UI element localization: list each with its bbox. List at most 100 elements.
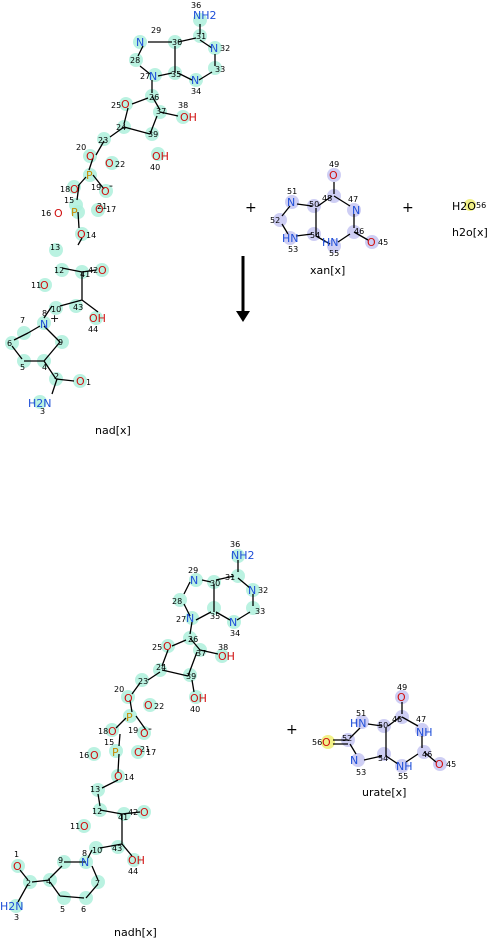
nadh-num-32: 32 [258,586,268,595]
nadh-atom-21: P [126,711,133,724]
xan-num-51: 51 [287,187,297,196]
nadh-num-15: 15 [104,738,114,747]
nad-num-19: 19 [91,183,101,192]
nad-num-36: 36 [191,1,201,10]
nad-num-33: 33 [215,65,225,74]
nadh-atom-42: O [140,806,149,819]
nad-charge-plus: + [50,312,59,325]
xan-atom-53: HN [282,232,299,245]
nadh-atom-1: O [13,860,22,873]
nad-num-37: 37 [156,107,166,116]
nad-atom-1: O [76,375,85,388]
water-formula: H2O [452,200,476,213]
nad-num-4: 4 [42,363,47,372]
nadh-num-22: 22 [154,702,164,711]
nad-num-11: 11 [31,281,41,290]
nadh-atom-25: O [163,640,172,653]
xan-num-50: 50 [309,200,319,209]
nad-bonds [11,24,216,395]
nad-num-38: 38 [178,101,188,110]
nadh-atom-44: OH [128,854,145,867]
xanthine-molecule: O 49 N 51 48 50 N 47 52 HN 53 54 46 HN 5… [270,160,388,258]
urate-num-51: 51 [356,709,366,718]
nadh-atom-20: O [124,692,133,705]
urate-highlight [321,690,447,773]
xan-num-54: 54 [310,231,320,240]
nadh-num-40: 40 [190,705,200,714]
nadh-atom-18: O [108,725,117,738]
nad-num-18: 18 [60,185,70,194]
nadh-num-43: 43 [112,844,122,853]
nad-atom-34: N [191,74,199,87]
nadh-num-4: 4 [46,877,51,886]
nad-num-32: 32 [220,44,230,53]
nad-atom-18: O [70,183,79,196]
nad-atom-17: O [95,203,104,216]
nadh-num-39: 39 [186,672,196,681]
nadh-num-14: 14 [124,773,134,782]
nadh-num-5: 5 [60,905,65,914]
nad-molecule: NH2 36 N 29 N 32 33 N 34 N 27 O 25 OH 38… [5,1,230,416]
nad-atom-15: P [71,206,78,219]
nadh-atom-32: N [248,584,256,597]
label-nad: nad[x] [95,424,131,437]
xan-atom-49: O [329,169,338,182]
nad-num-5: 5 [20,363,25,372]
xan-num-47: 47 [348,195,358,204]
urate-num-45: 45 [446,760,456,769]
urate-num-55: 55 [398,772,408,781]
nadh-num-38: 38 [218,643,228,652]
nadh-atom-29: N [190,574,198,587]
nadh-molecule: NH2 36 N 29 N 32 33 N 34 N 27 30 31 28 3… [0,540,268,922]
nadh-num-3: 3 [14,913,19,922]
nad-num-1: 1 [86,378,91,387]
nad-num-24: 24 [116,123,126,132]
nad-atom-40: OH [152,150,169,163]
nadh-num-8: 8 [82,849,87,858]
xan-num-46: 46 [354,227,364,236]
nad-num-43: 43 [73,303,83,312]
nadh-atom-22: O [144,699,153,712]
nad-num-35: 35 [171,70,181,79]
nadh-atom-16: O [90,749,99,762]
nad-num-2: 2 [54,372,59,381]
nadh-num-20: 20 [114,685,124,694]
nad-atom-42: O [98,264,107,277]
urate-atom-49: O [397,691,406,704]
nadh-atom-36: NH2 [231,549,255,562]
urate-atom-51: HN [350,717,367,730]
nad-num-3: 3 [40,407,45,416]
nadh-num-34: 34 [230,629,240,638]
nad-charge-minus: - [109,179,113,192]
xan-num-48: 48 [322,194,332,203]
nad-num-40: 40 [150,163,160,172]
nadh-num-31: 31 [225,573,235,582]
xan-atom-45: O [367,236,376,249]
nad-num-27: 27 [140,72,150,81]
urate-num-46: 46 [422,750,432,759]
nadh-atom-8: N [81,856,89,869]
nadh-num-26: 26 [188,635,198,644]
nad-atom-8: N [40,318,48,331]
nad-num-14: 14 [86,231,96,240]
nadh-atom-15: P [112,746,119,759]
nadh-num-27: 27 [176,615,186,624]
xan-num-45: 45 [378,238,388,247]
nad-highlight [5,13,222,409]
xan-num-49: 49 [329,160,339,169]
label-xan: xan[x] [310,264,345,277]
label-h2o: h2o[x] [452,226,487,239]
nad-num-21: 21 [97,202,107,211]
nadh-atom-17: O [134,746,143,759]
nadh-num-30: 30 [210,579,220,588]
plus-sign-2: + [402,200,414,216]
nadh-num-7: 7 [95,879,100,888]
nad-num-42: 42 [88,266,98,275]
nad-num-25: 25 [111,101,121,110]
nad-num-26: 26 [149,93,159,102]
nad-num-22: 22 [115,160,125,169]
urate-atom-56: O [322,736,331,749]
urate-num-53: 53 [356,768,366,777]
nadh-num-24: 24 [156,663,166,672]
